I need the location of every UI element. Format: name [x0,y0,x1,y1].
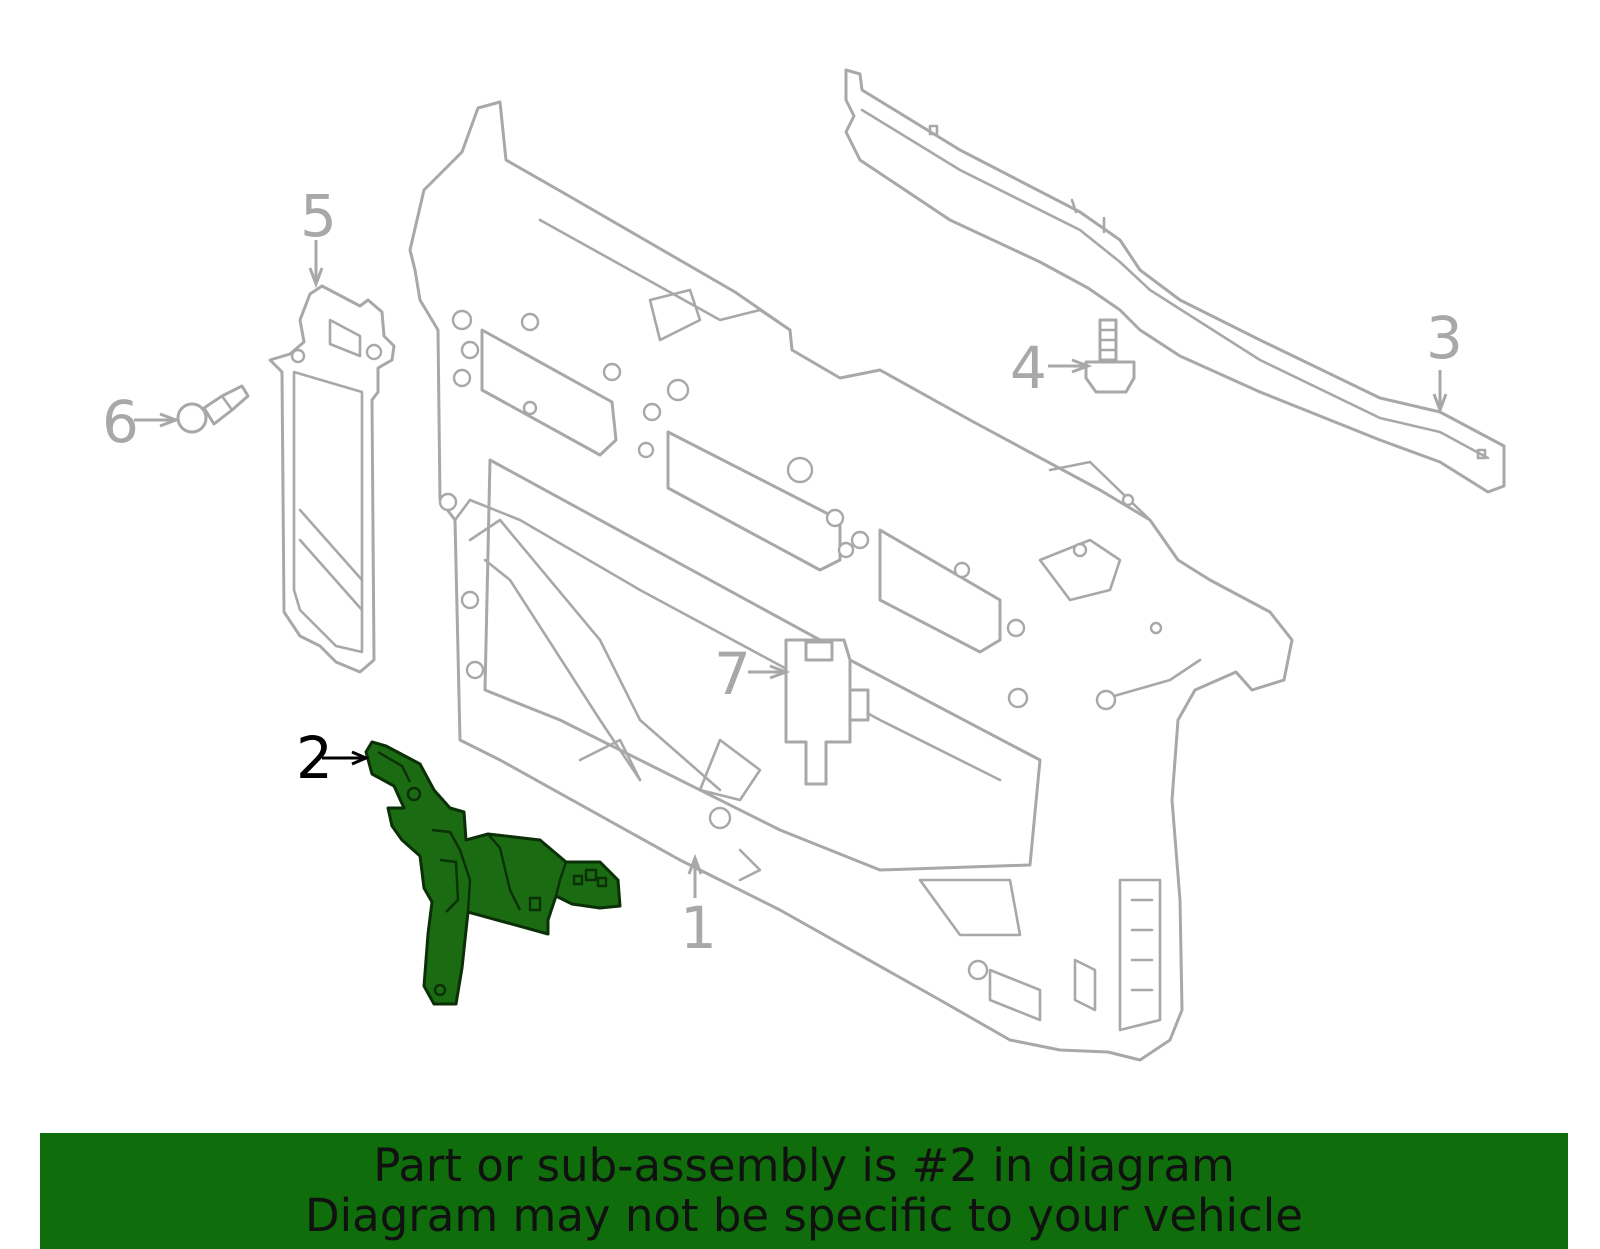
callout-number-6: 6 [102,388,139,456]
callout-number-3: 3 [1426,304,1463,372]
callout-number-7: 7 [714,640,751,708]
info-banner: Part or sub-assembly is #2 in diagram Di… [40,1133,1568,1249]
bolt-part-4 [1084,318,1136,394]
banner-line-disclaimer: Diagram may not be specific to your vehi… [305,1189,1303,1242]
callout-number-4: 4 [1010,334,1047,402]
callout-number-1: 1 [680,894,717,962]
radiator-support-part-1 [408,100,1294,1062]
sensor-part-7 [784,638,870,786]
side-bracket-part-5 [268,284,396,674]
callout-number-5: 5 [300,182,337,250]
banner-line-part-number: Part or sub-assembly is #2 in diagram [373,1139,1235,1192]
highlighted-bracket-part-2 [364,740,622,1006]
upper-tie-bar-part-3 [844,68,1506,494]
callout-leaders [134,240,1448,898]
push-clip-part-6 [176,384,250,434]
callout-number-2: 2 [296,724,333,792]
